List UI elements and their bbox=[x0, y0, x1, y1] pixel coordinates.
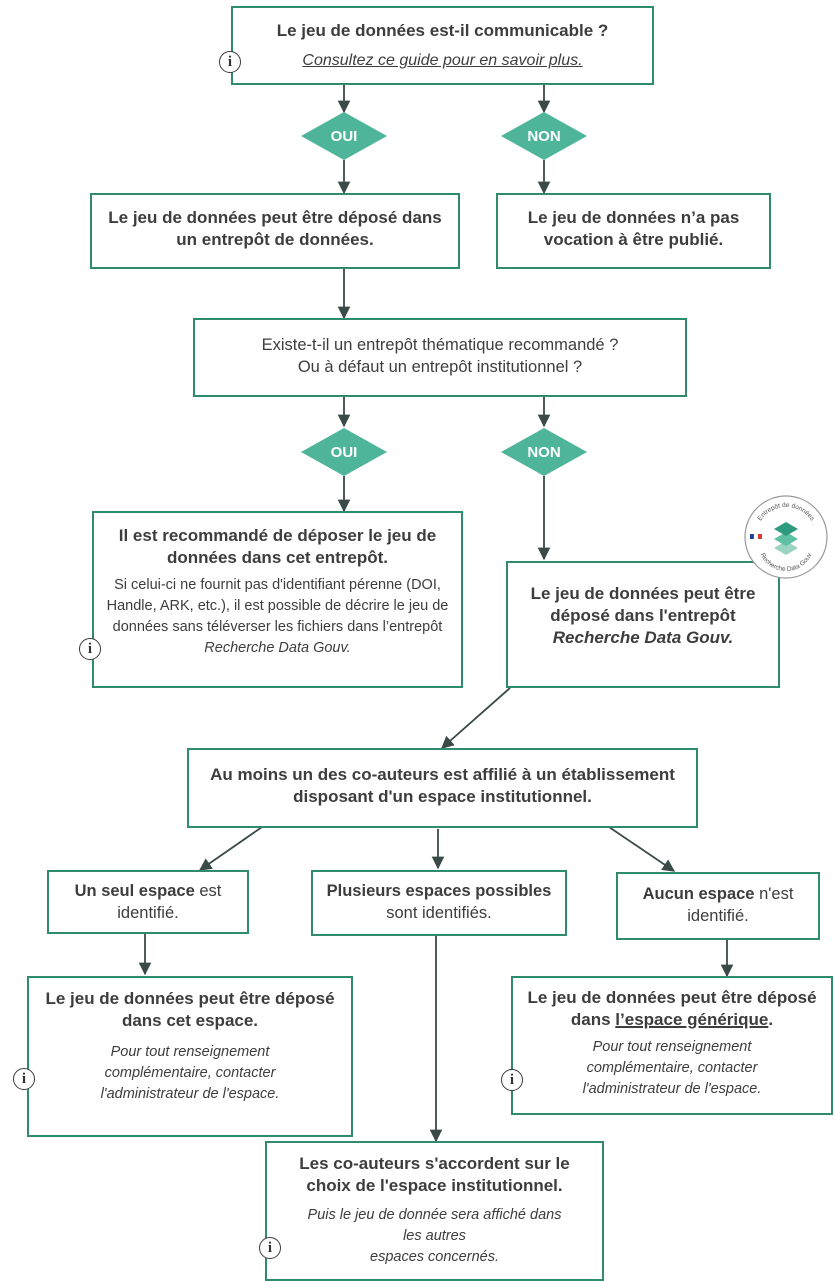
result-no-space-box: Le jeu de données peut être déposé dans … bbox=[511, 976, 833, 1115]
many-spaces-bold: Plusieurs espaces possibles bbox=[326, 882, 552, 900]
recommended-title: Il est recommandé de déposer le jeu de d… bbox=[118, 526, 437, 567]
one-space-rest: est identifié. bbox=[117, 882, 222, 922]
result-one-note: Pour tout renseignement complémentaire, … bbox=[100, 1044, 280, 1102]
rdg-box: Le jeu de données peut être déposé dans … bbox=[506, 561, 780, 688]
info-icon[interactable]: i bbox=[219, 51, 241, 73]
many-spaces-box: Plusieurs espaces possibles sont identif… bbox=[311, 870, 567, 936]
no-space-rest: n'est identifié. bbox=[687, 885, 794, 925]
french-flag-icon bbox=[750, 533, 762, 540]
decision-oui-2-label: OUI bbox=[330, 443, 358, 461]
result-one-title: Le jeu de données peut être déposé dans … bbox=[45, 989, 335, 1030]
decision-oui-1-label: OUI bbox=[330, 127, 358, 145]
result-none-title-text: Le jeu de données peut être déposé dans bbox=[527, 988, 817, 1029]
info-icon[interactable]: i bbox=[79, 638, 101, 660]
generic-space-link[interactable]: l’espace générique bbox=[615, 1010, 769, 1029]
info-icon[interactable]: i bbox=[13, 1068, 35, 1090]
info-glyph: i bbox=[227, 53, 233, 70]
result-many-note2: espaces concernés. bbox=[370, 1249, 499, 1265]
no-space-bold: Aucun espace bbox=[642, 885, 755, 903]
result-none-note: Pour tout renseignement complémentaire, … bbox=[582, 1039, 762, 1097]
deposable-text: Le jeu de données peut être déposé dans … bbox=[108, 208, 442, 249]
no-space-box: Aucun espace n'est identifié. bbox=[616, 872, 820, 940]
affiliation-box: Au moins un des co-auteurs est affilié à… bbox=[187, 748, 698, 828]
no-vocation-box: Le jeu de données n’a pas vocation à êtr… bbox=[496, 193, 771, 269]
question-entrepot-line2: Ou à défaut un entrepôt institutionnel ? bbox=[297, 358, 583, 376]
recommended-box: Il est recommandé de déposer le jeu de d… bbox=[92, 511, 463, 688]
info-glyph: i bbox=[21, 1070, 27, 1087]
question-communicable-title: Le jeu de données est-il communicable ? bbox=[276, 21, 609, 40]
info-glyph: i bbox=[267, 1239, 273, 1256]
one-space-text: Un seul espace est identifié. bbox=[57, 880, 239, 924]
info-icon[interactable]: i bbox=[259, 1237, 281, 1259]
result-many-note1: Puis le jeu de donnée sera affiché dans … bbox=[307, 1207, 562, 1244]
one-space-bold: Un seul espace bbox=[74, 882, 195, 900]
info-glyph: i bbox=[509, 1071, 515, 1088]
affiliation-text: Au moins un des co-auteurs est affilié à… bbox=[210, 765, 675, 806]
rdg-body: Le jeu de données peut être déposé dans … bbox=[530, 584, 756, 625]
no-space-text: Aucun espace n'est identifié. bbox=[626, 883, 810, 927]
deposable-box: Le jeu de données peut être déposé dans … bbox=[90, 193, 460, 269]
guide-link[interactable]: Consultez ce guide pour en savoir plus. bbox=[302, 52, 583, 69]
decision-non-2-label: NON bbox=[527, 443, 561, 461]
recommended-text: Si celui-ci ne fournit pas d'identifiant… bbox=[104, 575, 451, 659]
recommended-rdg-name: Recherche Data Gouv. bbox=[204, 640, 351, 656]
question-entrepot-line1: Existe-t-il un entrepôt thématique recom… bbox=[261, 336, 619, 354]
result-none-title-end: . bbox=[768, 1010, 774, 1029]
arrow-q3-none bbox=[608, 826, 676, 872]
one-space-box: Un seul espace est identifié. bbox=[47, 870, 249, 934]
info-glyph: i bbox=[87, 640, 93, 657]
info-icon[interactable]: i bbox=[501, 1069, 523, 1091]
result-none-title: Le jeu de données peut être déposé dans … bbox=[521, 987, 823, 1031]
decision-non-1-label: NON bbox=[527, 127, 561, 145]
question-communicable-box: Le jeu de données est-il communicable ? … bbox=[231, 6, 654, 85]
recommended-body: Si celui-ci ne fournit pas d'identifiant… bbox=[106, 577, 449, 635]
arrow-rdg-q3 bbox=[441, 687, 511, 749]
many-spaces-text: Plusieurs espaces possibles sont identif… bbox=[321, 880, 557, 924]
no-vocation-text: Le jeu de données n’a pas vocation à êtr… bbox=[527, 208, 740, 249]
question-entrepot-box: Existe-t-il un entrepôt thématique recom… bbox=[193, 318, 687, 397]
rdg-text: Le jeu de données peut être déposé dans … bbox=[526, 583, 760, 649]
result-many-title: Les co-auteurs s'accordent sur le choix … bbox=[299, 1154, 570, 1195]
stacked-layers-icon bbox=[774, 522, 798, 555]
rdg-name: Recherche Data Gouv. bbox=[552, 628, 734, 647]
result-many-spaces-box: Les co-auteurs s'accordent sur le choix … bbox=[265, 1141, 604, 1281]
recherche-data-gouv-logo: Entrepôt de données Recherche Data Gouv bbox=[744, 495, 828, 579]
result-one-space-box: Le jeu de données peut être déposé dans … bbox=[27, 976, 353, 1137]
arrow-q3-one bbox=[198, 826, 263, 871]
many-spaces-rest: sont identifiés. bbox=[386, 904, 492, 922]
